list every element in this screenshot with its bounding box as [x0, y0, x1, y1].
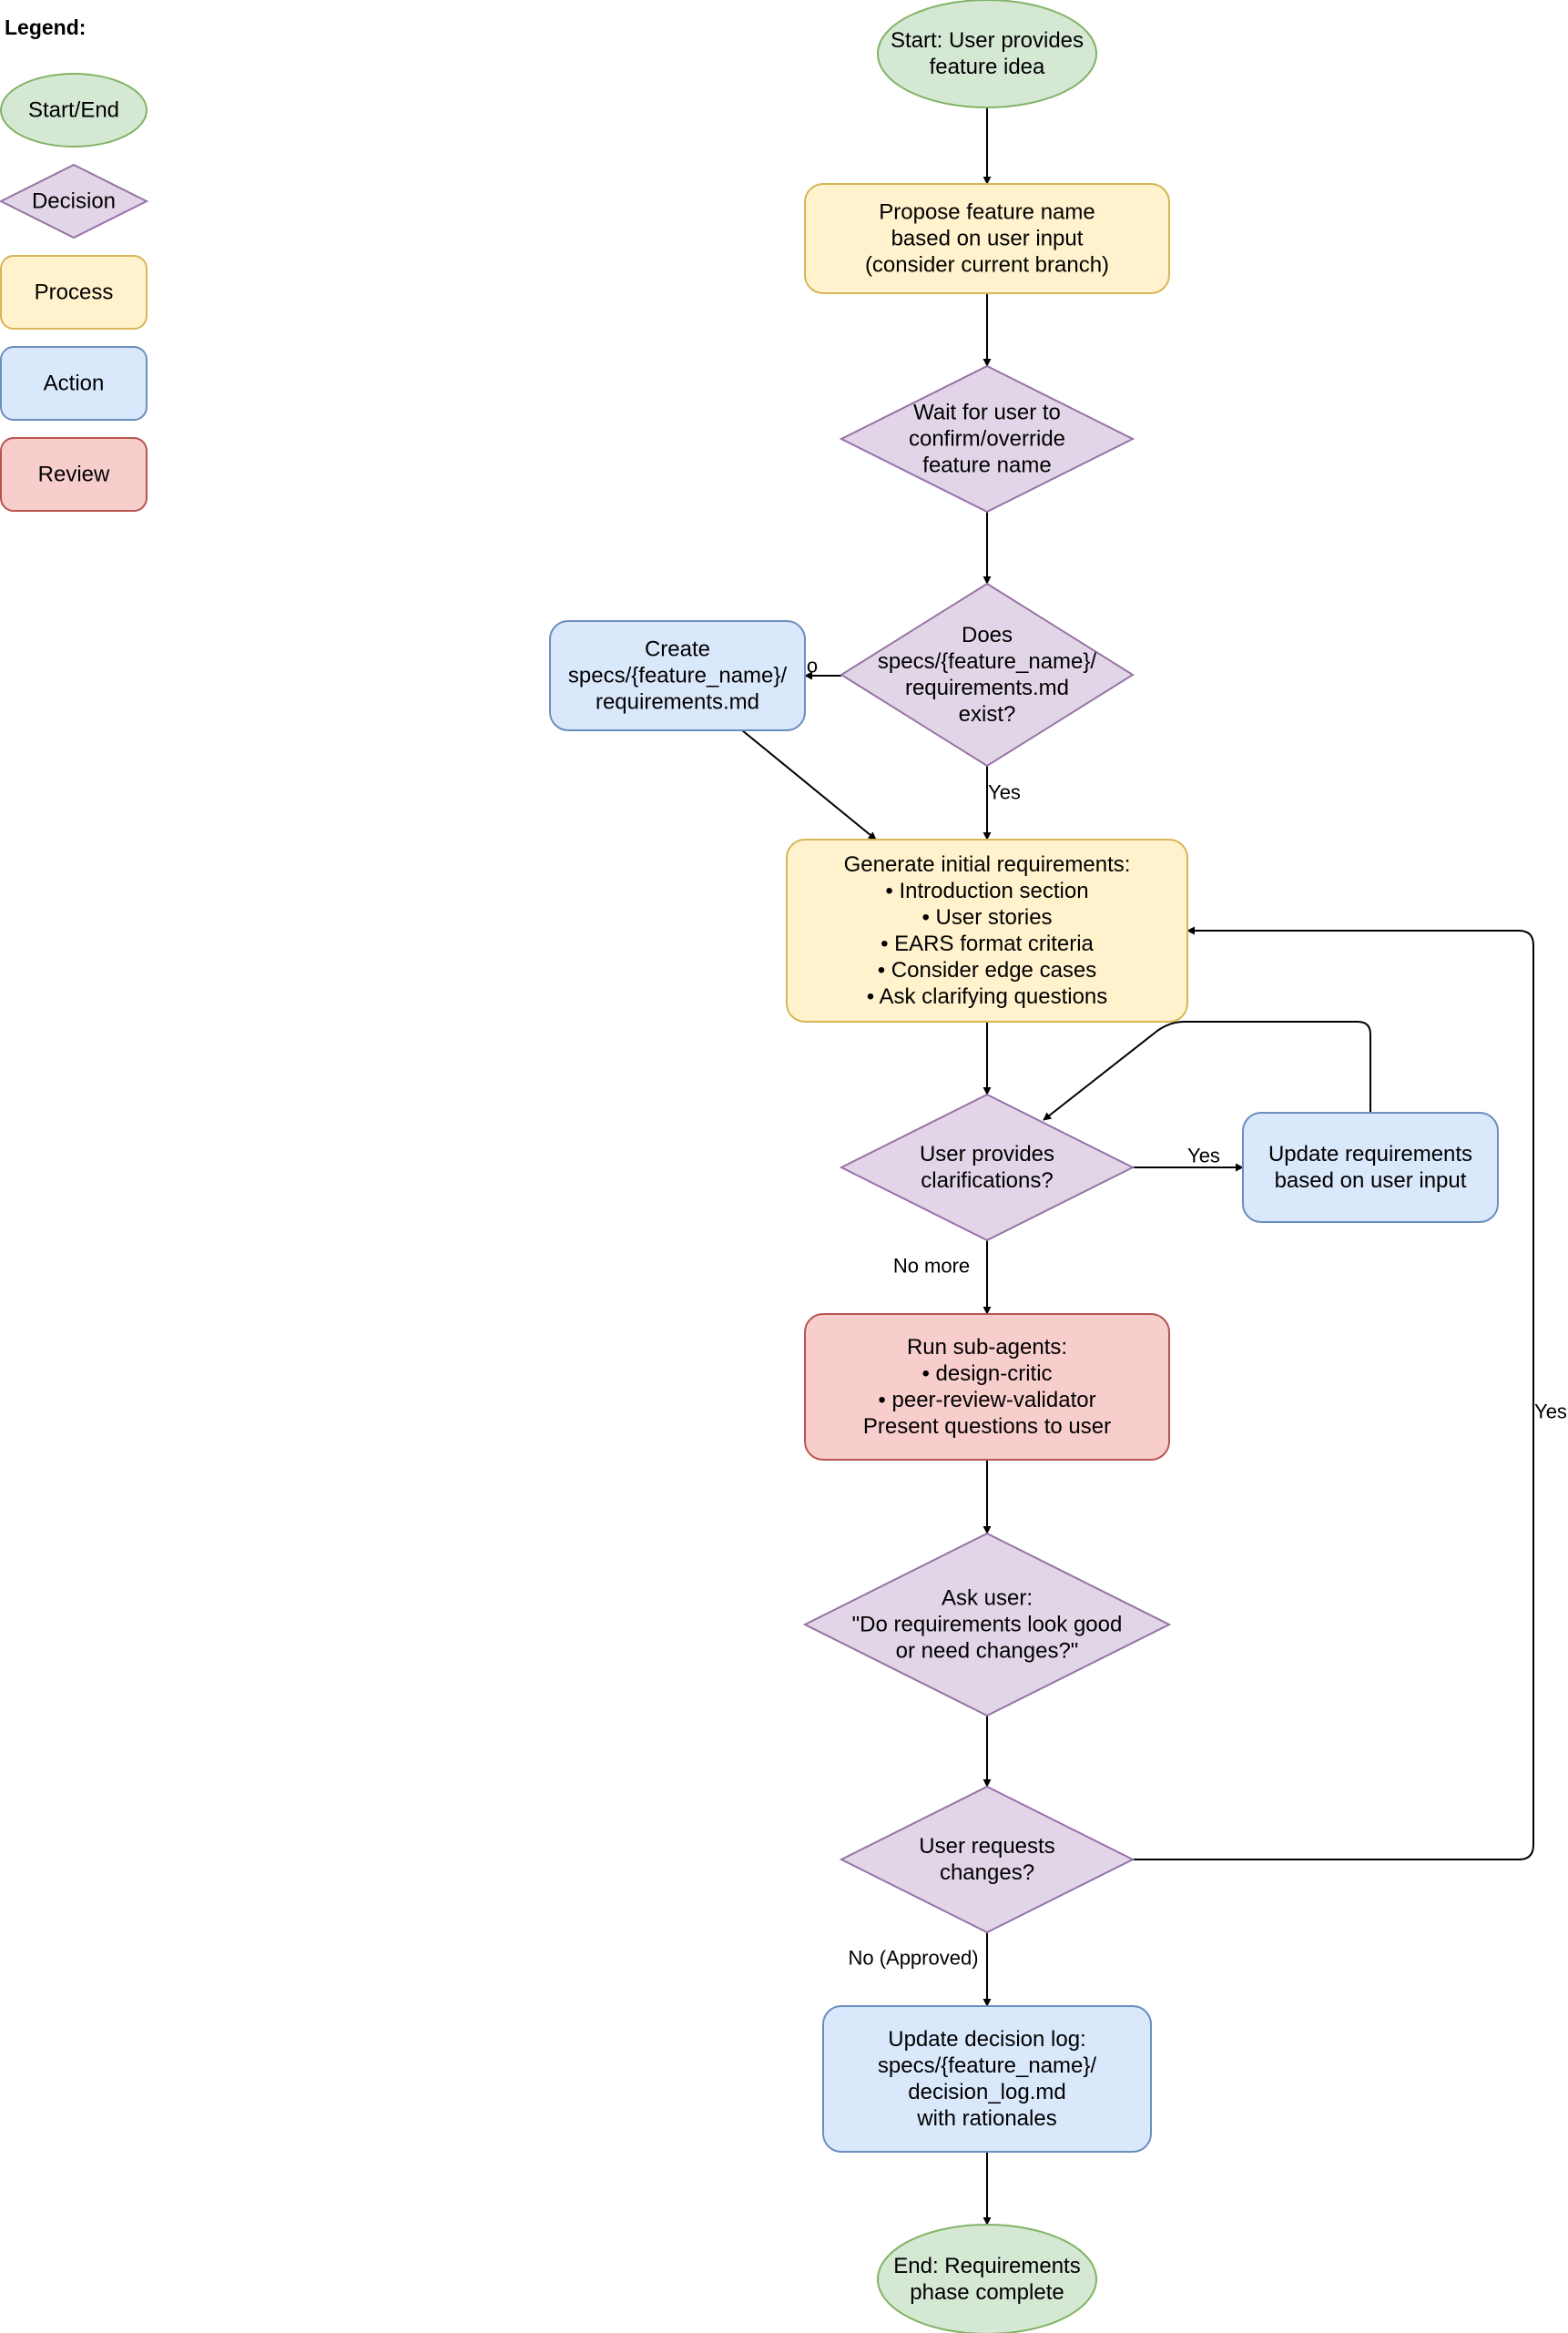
node-label-run-subagents: Run sub-agents:• design-critic• peer-rev…	[863, 1335, 1111, 1439]
legend-swatch-decision	[0, 163, 149, 239]
legend-label-start-end: Start/End	[28, 98, 119, 123]
node-shape-start	[877, 0, 1097, 108]
node-shape-run-subagents	[804, 1313, 1170, 1461]
legend-item-decision: Decision	[0, 163, 149, 239]
edge-label-requests-yes: Yes	[1534, 1401, 1567, 1423]
legend-swatch-process	[0, 255, 148, 330]
edge-line-requests-yes	[1133, 926, 1534, 1860]
edge-label-clarify-no-more: No more	[893, 1255, 970, 1278]
legend-swatch-review	[0, 437, 148, 512]
legend-swatch-action	[0, 346, 148, 421]
node-shape-ask-user	[802, 1532, 1172, 1717]
edge-create-to-generate	[741, 729, 877, 840]
edge-label-clarify-yes: Yes	[1187, 1145, 1220, 1167]
legend-item-review: Review	[0, 437, 148, 512]
node-shape-propose-name	[804, 183, 1170, 294]
edge-line-update-loop	[1043, 1021, 1371, 1121]
node-shape-update-log	[822, 2005, 1152, 2153]
legend: Legend: Start/EndDecisionProcessActionRev…	[0, 15, 149, 512]
node-shape-file-exists	[840, 582, 1135, 768]
node-shape-clarifications	[839, 1093, 1135, 1242]
node-shape-create-file	[549, 620, 806, 731]
edge-clarify-yes: Yes	[1133, 1145, 1244, 1172]
node-shape-requests-changes	[839, 1785, 1135, 1934]
legend-swatch-start-end	[0, 73, 148, 148]
legend-label-process: Process	[35, 280, 114, 305]
legend-item-process: Process	[0, 255, 148, 330]
edge-requests-no: No (Approved)	[848, 1932, 992, 2007]
edge-exists-yes: Yes	[983, 766, 1021, 840]
edge-line-create-to-generate	[741, 729, 877, 840]
edge-clarify-no-more: No more	[893, 1240, 992, 1315]
edge-requests-yes: Yes	[1133, 926, 1567, 1860]
legend-item-start-end: Start/End	[0, 73, 148, 148]
node-shape-generate-reqs	[786, 839, 1188, 1023]
edge-label-exists-yes: Yes	[988, 781, 1021, 804]
node-label-update-log: Update decision log:specs/{feature_name}…	[878, 2027, 1096, 2131]
legend-label-action: Action	[44, 372, 105, 396]
legend-item-action: Action	[0, 346, 148, 421]
node-generate-reqs: Generate initial requirements:• Introduc…	[786, 839, 1188, 1023]
node-shape-end	[877, 2224, 1097, 2333]
edge-label-requests-no: No (Approved)	[848, 1947, 978, 1970]
node-update-log: Update decision log:specs/{feature_name}…	[822, 2005, 1152, 2153]
legend-title: Legend:	[5, 15, 86, 39]
edge-update-loop	[1043, 1021, 1371, 1121]
node-run-subagents: Run sub-agents:• design-critic• peer-rev…	[804, 1313, 1170, 1461]
legend-label-decision: Decision	[32, 189, 116, 214]
node-shape-update-reqs	[1242, 1112, 1499, 1223]
legend-label-review: Review	[38, 463, 110, 487]
node-shape-wait-confirm	[839, 364, 1135, 514]
node-label-generate-reqs: Generate initial requirements:• Introduc…	[844, 852, 1131, 1009]
